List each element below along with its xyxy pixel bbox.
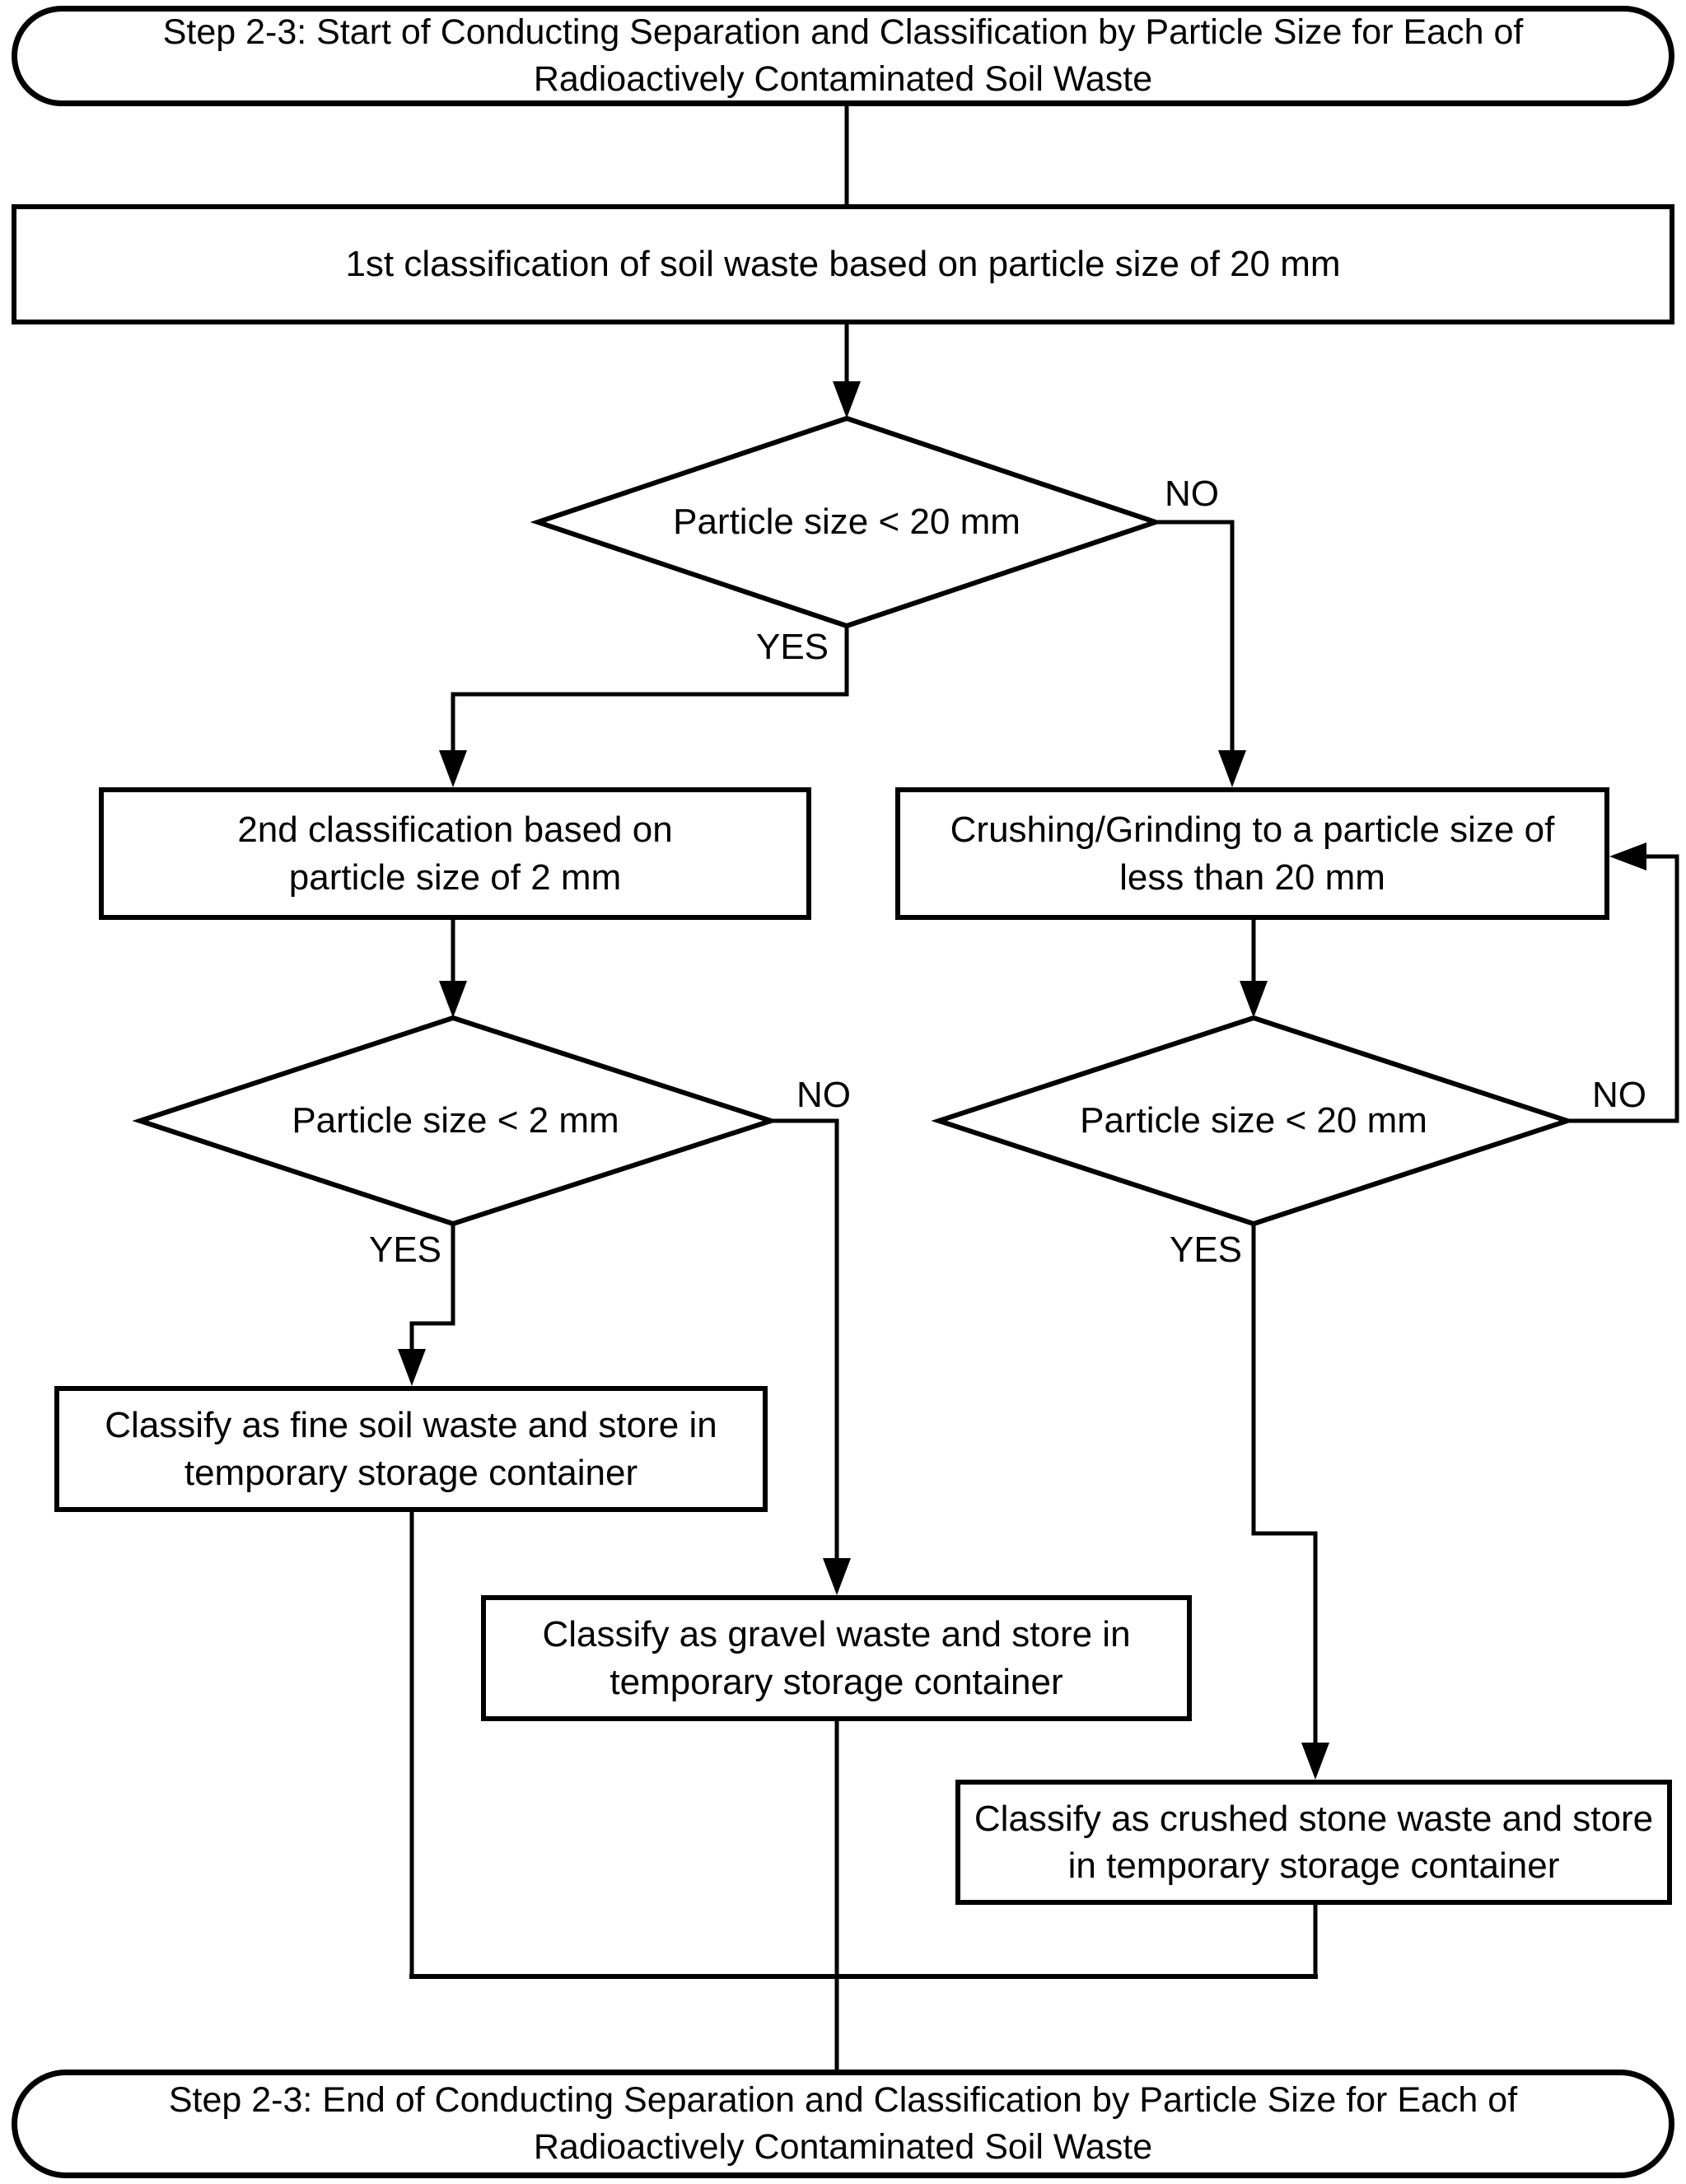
arrowhead-into-gravel (823, 1558, 851, 1595)
second-classification-label: 2nd classification based on particle siz… (237, 810, 673, 898)
decision3-diamond (931, 1015, 1576, 1227)
first-classification-box: 1st classification of soil waste based o… (12, 204, 1674, 324)
decision1-yes-label: YES (755, 627, 829, 667)
crushing-grinding-label: Crushing/Grinding to a particle size of … (950, 810, 1555, 898)
end-terminator-label: Step 2-3: End of Conducting Separation a… (168, 2080, 1518, 2167)
decision1-diamond (530, 415, 1164, 629)
end-terminator: Step 2-3: End of Conducting Separation a… (12, 2070, 1674, 2178)
decision2-no-label: NO (796, 1075, 851, 1115)
edge-decision1-no (1156, 520, 1235, 781)
arrowhead-loop-into-crushing (1609, 842, 1646, 870)
classify-crushed-stone-label: Classify as crushed stone waste and stor… (974, 1798, 1654, 1886)
edge-decision2-no (771, 1118, 839, 1589)
decision3-label: Particle size < 20 mm (1080, 1100, 1427, 1141)
decision1-no-label: NO (1165, 474, 1219, 514)
arrowhead-into-crushed-stone (1301, 1743, 1329, 1780)
arrowhead-into-crushing (1218, 750, 1246, 787)
edge-decision3-yes (1251, 1224, 1318, 1774)
classify-fine-soil-label: Classify as fine soil waste and store in… (105, 1405, 717, 1493)
second-classification-box: 2nd classification based on particle siz… (99, 787, 811, 920)
arrowhead-into-decision1 (833, 381, 861, 418)
edge-decision1-yes (451, 626, 849, 781)
start-terminator-label: Step 2-3: Start of Conducting Separation… (162, 12, 1524, 99)
decision3-yes-label: YES (1169, 1230, 1243, 1270)
arrowhead-into-decision2 (439, 981, 467, 1018)
decision2-label: Particle size < 2 mm (292, 1100, 619, 1141)
crushing-grinding-box: Crushing/Grinding to a particle size of … (895, 787, 1609, 920)
classify-gravel-box: Classify as gravel waste and store in te… (481, 1595, 1192, 1721)
classify-gravel-label: Classify as gravel waste and store in te… (542, 1614, 1131, 1702)
decision2-yes-label: YES (368, 1230, 442, 1270)
arrowhead-into-decision3 (1240, 981, 1268, 1018)
arrowhead-into-second-classification (439, 750, 467, 787)
classify-crushed-stone-box: Classify as crushed stone waste and stor… (955, 1780, 1672, 1905)
decision2-diamond (132, 1015, 779, 1227)
start-terminator: Step 2-3: Start of Conducting Separation… (12, 6, 1674, 106)
arrowhead-into-fine-soil (398, 1349, 426, 1386)
decision1-label: Particle size < 20 mm (673, 502, 1020, 542)
decision3-no-label: NO (1592, 1075, 1646, 1115)
classify-fine-soil-box: Classify as fine soil waste and store in… (54, 1386, 768, 1512)
first-classification-label: 1st classification of soil waste based o… (345, 244, 1341, 285)
